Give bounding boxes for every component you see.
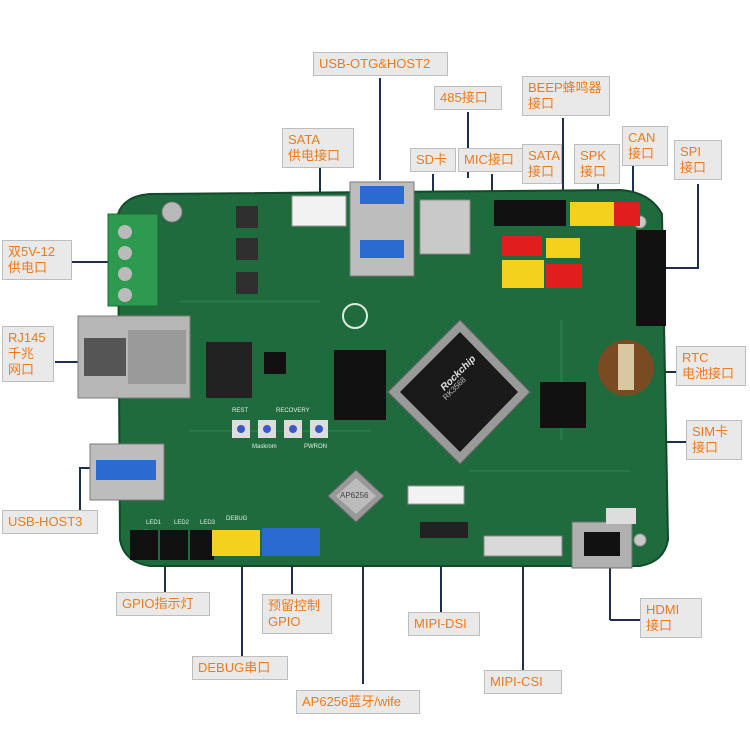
power-terminal [107, 213, 159, 307]
inductors [236, 206, 258, 294]
soc [387, 319, 531, 465]
label-debug-uart: DEBUG串口 [192, 656, 288, 680]
silk-led1: LED1 [146, 520, 162, 526]
silk-pwron: PWRON [304, 444, 327, 450]
sata-connector [494, 200, 566, 226]
label-usb-otg: USB-OTG&HOST2 [313, 52, 448, 76]
label-mic: MIC接口 [458, 148, 524, 172]
sd-slot [419, 199, 471, 255]
silk-led3: LED3 [200, 520, 216, 526]
label-mipi-dsi: MIPI-DSI [408, 612, 480, 636]
label-sd: SD卡 [410, 148, 456, 172]
rj45-jack [77, 315, 191, 399]
wifi-module [327, 469, 385, 523]
silk-recovery: RECOVERY [276, 408, 310, 414]
silk-led2: LED2 [174, 520, 190, 526]
pcb-traces [180, 300, 630, 472]
usb-host3-port [89, 443, 165, 501]
silk-rest: REST [232, 408, 249, 414]
label-485: 485接口 [434, 86, 502, 110]
push-buttons [232, 420, 328, 438]
label-beep: BEEP蜂鸣器接口 [522, 76, 610, 116]
wifi-module-text: AP6256 [340, 491, 369, 500]
rtc-holder [598, 340, 654, 396]
label-gpio-led: GPIO指示灯 [116, 592, 210, 616]
header-connectors [502, 202, 666, 326]
label-sim: SIM卡接口 [686, 420, 742, 460]
silk-maskrom: Maskrom [252, 444, 277, 450]
sata-power-connector [291, 195, 347, 227]
label-ap6256: AP6256蓝牙/wife [296, 690, 420, 714]
label-usb-host3: USB-HOST3 [2, 510, 98, 534]
silk-debug: DEBUG [226, 516, 248, 522]
bottom-connectors [130, 485, 636, 569]
transformer [206, 342, 252, 398]
phy-chip [264, 352, 286, 374]
capacitor [161, 201, 183, 223]
pmic-chip [540, 382, 586, 428]
label-mipi-csi: MIPI-CSI [484, 670, 562, 694]
ram-chip [334, 350, 386, 420]
usb-otg-port [349, 181, 415, 277]
